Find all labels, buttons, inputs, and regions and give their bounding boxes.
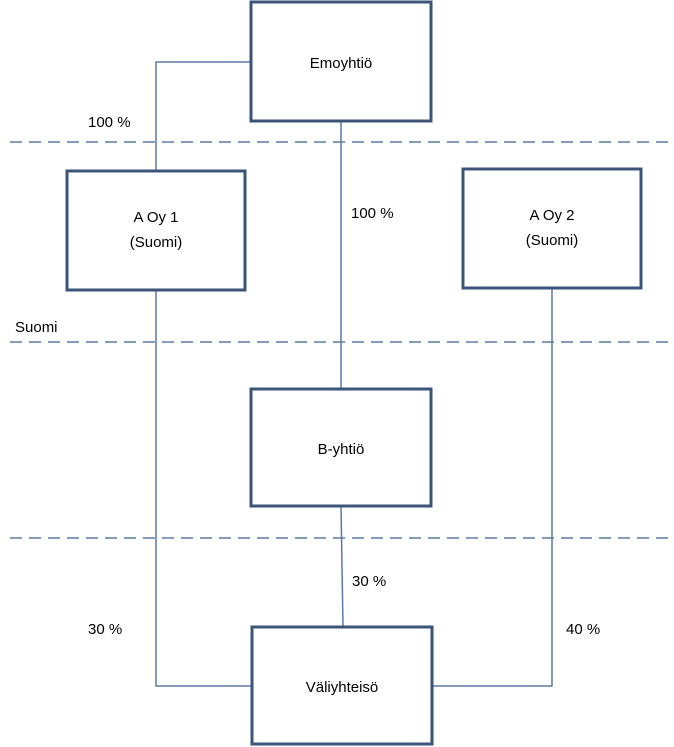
connector-a-oy-2-to-intermediate [432,288,553,687]
box-b-company: B-yhtiö [249,387,433,508]
box-a-oy-1-name: A Oy 1 [133,209,178,226]
box-a-oy-2-country: (Suomi) [526,232,579,249]
connector-parent-to-a-oy-1 [155,61,251,170]
box-a-oy-1-country: (Suomi) [130,234,183,251]
ownership-label-parent-to-b: 100 % [351,205,394,222]
box-a-oy-2-name: A Oy 2 [529,207,574,224]
box-b-company-label: B-yhtiö [318,441,365,458]
box-intermediate-label: Väliyhteisö [306,679,379,696]
ownership-label-parent-to-a-oy-1: 100 % [88,114,131,131]
box-a-oy-1: A Oy 1 (Suomi) [65,169,247,292]
ownership-label-a-oy-1-to-intermediate: 30 % [88,621,122,638]
zone-label-finland: Suomi [15,319,58,336]
connector-a-oy-1-to-intermediate [155,290,251,687]
ownership-label-a-oy-2-to-intermediate: 40 % [566,621,600,638]
box-intermediate: Väliyhteisö [250,625,434,746]
box-parent-label: Emoyhtiö [310,55,373,72]
connector-b-to-intermediate [340,505,344,628]
box-a-oy-2: A Oy 2 (Suomi) [461,167,643,290]
ownership-label-b-to-intermediate: 30 % [352,573,386,590]
box-parent: Emoyhtiö [249,0,433,123]
